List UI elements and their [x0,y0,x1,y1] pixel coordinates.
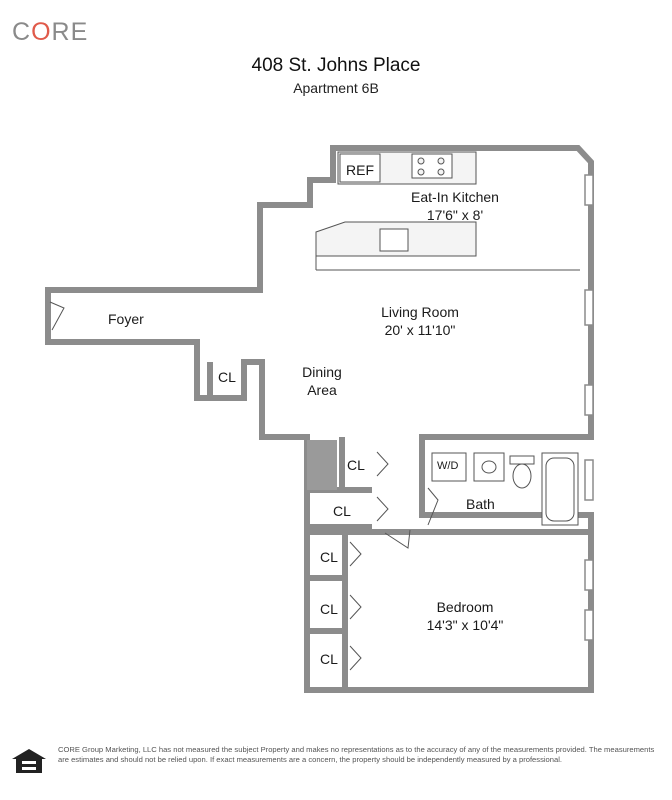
kitchen-label: Eat-In Kitchen 17'6" x 8' [400,188,510,224]
property-title: 408 St. Johns Place [251,55,421,76]
bedroom-name: Bedroom [436,599,494,615]
kitchen-name: Eat-In Kitchen [411,189,499,205]
wall-pier [307,440,337,490]
bath-door-icon [427,487,439,526]
bedroom-label: Bedroom 14'3" x 10'4" [405,598,525,634]
bathtub-basin [545,457,575,522]
closet-label: CL [320,601,338,617]
window [584,384,594,416]
dining-line-2: Area [307,382,337,398]
apartment-outline [45,145,594,693]
washer-dryer [431,452,467,482]
bath-fixtures [431,452,579,526]
living-room-name: Living Room [381,304,459,320]
closet-door-icon [349,541,362,567]
toilet-icon [512,463,532,489]
outer-walls [45,145,594,693]
closet-label: CL [320,549,338,565]
closet-door-icon [376,451,389,477]
burner [417,157,425,165]
closet-label: CL [333,503,351,519]
dining-area-label: Dining Area [290,363,354,399]
closet-doors [349,451,439,671]
closet-door-icon [349,645,362,671]
apartment-subtitle: Apartment 6B [293,80,379,96]
living-room-dims: 20' x 11'10" [384,322,456,338]
dining-line-1: Dining [302,364,342,380]
kitchen-dims: 17'6" x 8' [426,207,484,223]
window [584,609,594,641]
core-logo: CORE [12,18,88,47]
window [584,459,594,501]
closet-label: CL [218,369,236,385]
disclaimer-text: CORE Group Marketing, LLC has not measur… [58,745,655,764]
closet-door-icon [349,594,362,620]
refrigerator [339,153,381,183]
closet-label: CL [320,651,338,667]
closet-label: CL [347,457,365,473]
stove [411,153,453,179]
burner [437,157,445,165]
washer-dryer-label: W/D [437,460,459,472]
burner [437,168,445,176]
bath-label: Bath [466,496,495,512]
kitchen-counters [315,151,580,271]
closet-door-icon [376,496,389,522]
window [584,559,594,591]
vanity-sink-icon [481,460,497,474]
entry-door-icon [49,301,65,331]
living-room-label: Living Room 20' x 11'10" [360,303,480,339]
bedroom-dims: 14'3" x 10'4" [426,617,504,633]
burner [417,168,425,176]
windows [584,174,594,641]
kitchen-sink [379,228,409,252]
toilet-tank [509,455,535,465]
equal-housing-opportunity-icon [12,749,46,773]
ref-label: REF [346,162,374,178]
window [584,174,594,206]
bedroom-door-icon [384,529,411,549]
foyer-label: Foyer [108,311,144,327]
window [584,289,594,326]
logo-text: CORE [12,18,89,46]
